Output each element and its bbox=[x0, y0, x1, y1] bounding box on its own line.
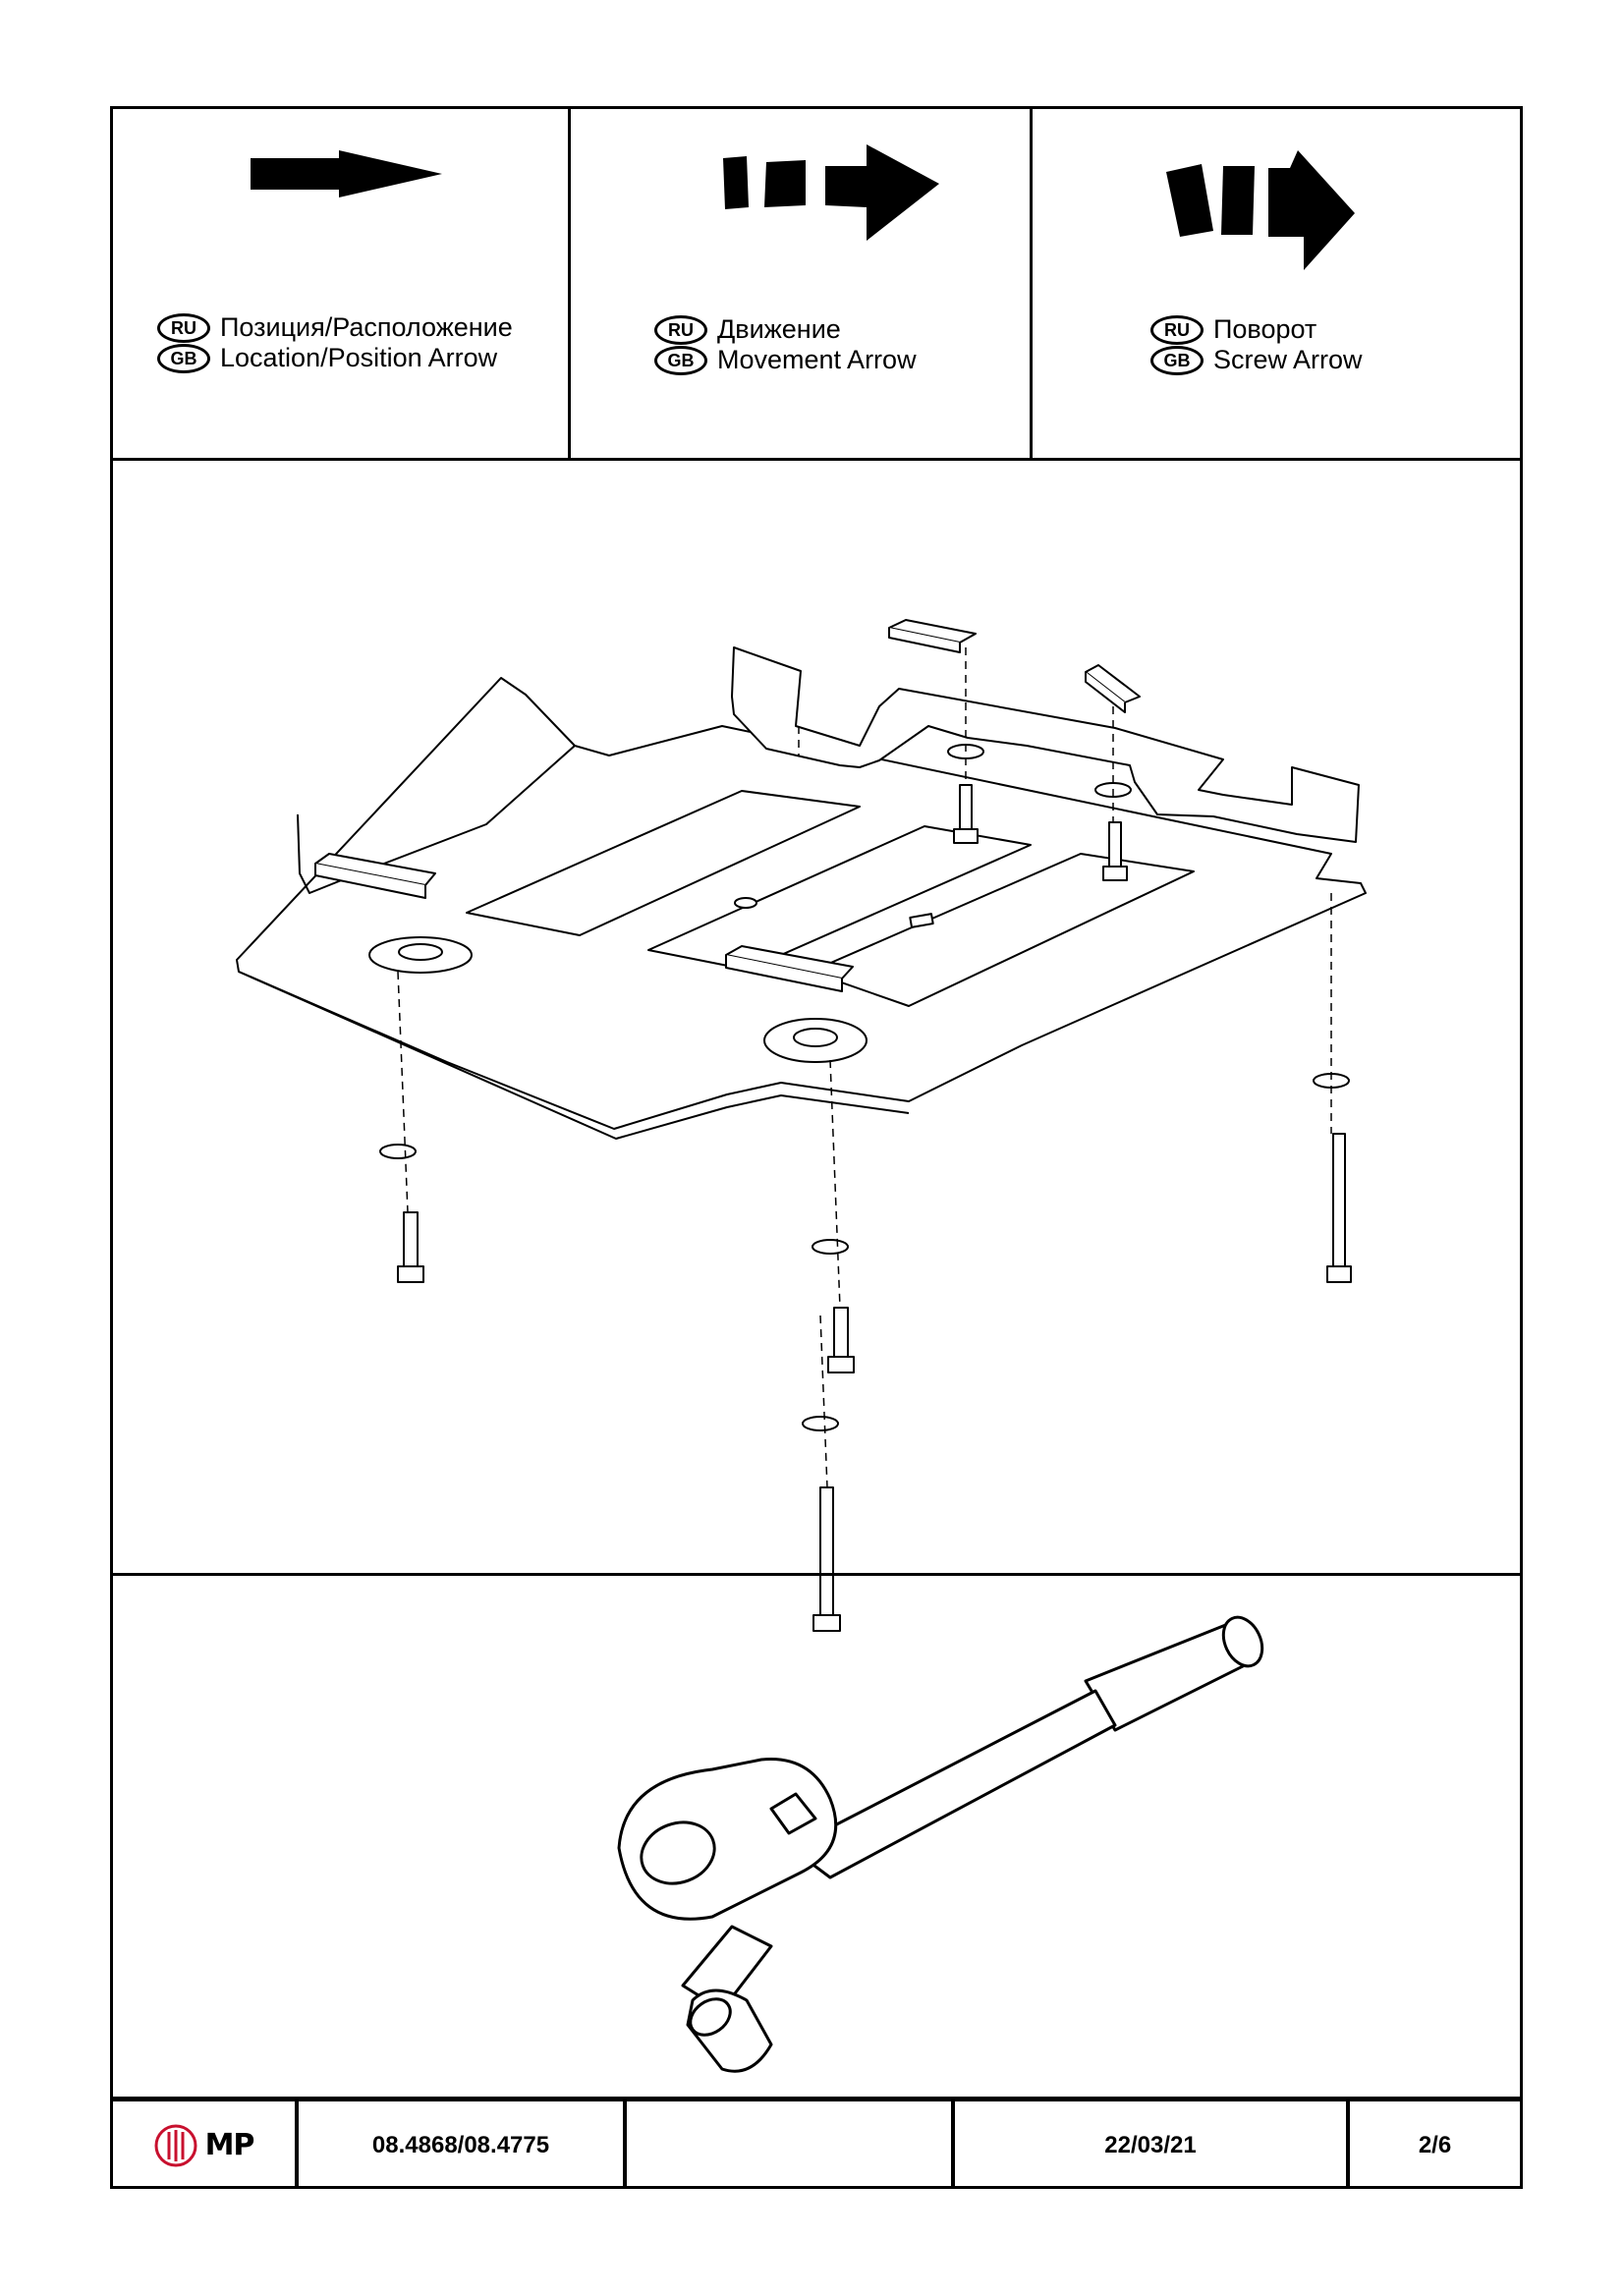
legend-ru-label: Позиция/Расположение bbox=[220, 312, 513, 342]
movement-arrow-icon bbox=[723, 144, 939, 241]
blank-cell bbox=[627, 2101, 951, 2189]
section-divider bbox=[113, 1573, 1520, 1576]
title-block: MP 08.4868/08.4775 22/03/21 2/6 bbox=[113, 2097, 1520, 2189]
divider bbox=[623, 2101, 627, 2189]
logo-text: MP bbox=[204, 2128, 255, 2162]
legend-gb-label: Location/Position Arrow bbox=[220, 343, 498, 372]
legend-gb-label: Screw Arrow bbox=[1213, 345, 1363, 374]
divider bbox=[1346, 2101, 1350, 2189]
legend-gb-label: Movement Arrow bbox=[717, 345, 917, 374]
legend-location: RU Позиция/Расположение GB Location/Positi… bbox=[113, 109, 568, 458]
screw-arrow-icon bbox=[1166, 150, 1355, 270]
legend-screw: RU Поворот GB Screw Arrow bbox=[1033, 109, 1520, 458]
assembly-drawing bbox=[236, 619, 1367, 1632]
legend-movement: RU Движение GB Movement Arrow bbox=[571, 109, 1030, 458]
divider bbox=[951, 2101, 955, 2189]
gb-badge: GB bbox=[157, 343, 210, 373]
divider bbox=[295, 2101, 299, 2189]
location-arrow-icon bbox=[251, 150, 442, 197]
ru-badge: RU bbox=[1150, 314, 1204, 345]
page-frame: RU Позиция/Расположение GB Location/Positi… bbox=[110, 106, 1523, 2189]
logo: MP bbox=[113, 2101, 295, 2189]
part-number: 08.4868/08.4775 bbox=[371, 2131, 550, 2158]
divider bbox=[1030, 109, 1033, 458]
ru-badge: RU bbox=[654, 314, 707, 345]
gb-badge: GB bbox=[1150, 345, 1204, 375]
legend-ru-label: Поворот bbox=[1213, 314, 1317, 344]
ratchet-wrench-icon bbox=[617, 1615, 1264, 2073]
section-divider bbox=[113, 458, 1520, 461]
legend-ru-label: Движение bbox=[717, 314, 841, 344]
page-number: 2/6 bbox=[1418, 2131, 1452, 2158]
gb-badge: GB bbox=[654, 345, 707, 375]
ru-badge: RU bbox=[157, 312, 210, 343]
divider bbox=[568, 109, 571, 458]
logo-icon bbox=[154, 2124, 197, 2166]
date: 22/03/21 bbox=[1104, 2131, 1197, 2158]
